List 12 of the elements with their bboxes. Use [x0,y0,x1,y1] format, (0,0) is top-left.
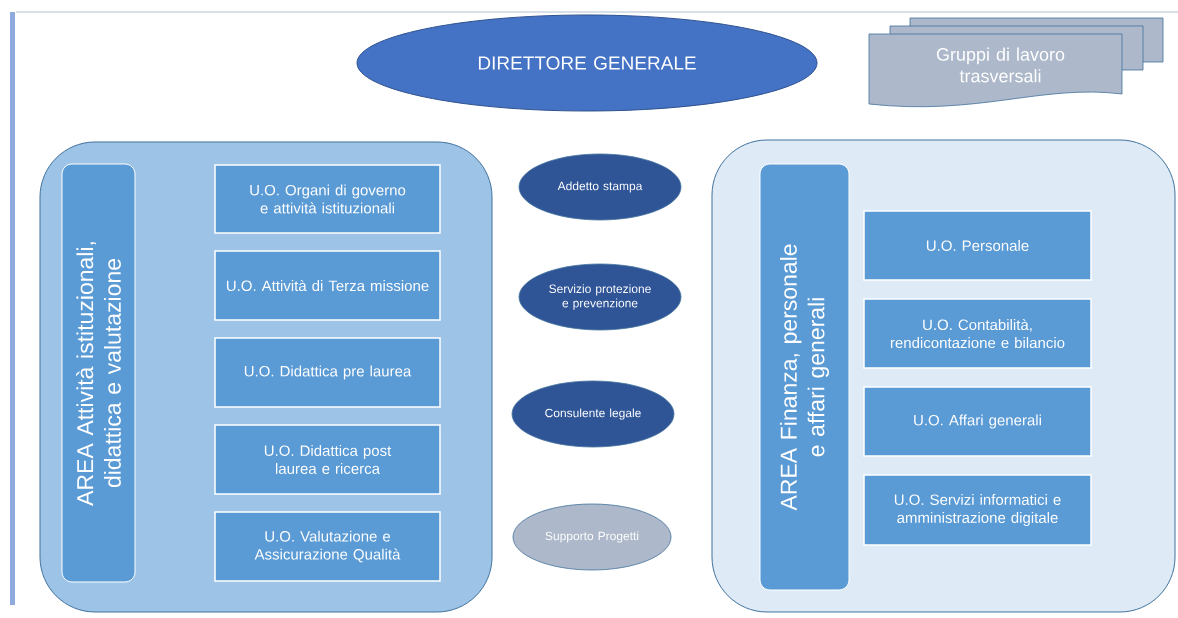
area-label-box: AREA Finanza, personale e affari generali [759,163,850,591]
unit-box: U.O. Didattica post laurea e ricerca [214,424,441,495]
unit-box: U.O. Didattica pre laurea [214,337,441,408]
document-stack: Gruppi di lavoro trasversali [868,17,1164,108]
unit-box: U.O. Valutazione e Assicurazione Qualità [214,511,441,582]
area-label-box: AREA Attività istituzionali, didattica e valutazione [61,163,136,583]
unit-box: U.O. Affari generali [863,386,1092,457]
unit-box: U.O. Personale [863,210,1092,281]
unit-box: U.O. Servizi informatici e amministrazione digitale [863,474,1092,546]
unit-box: U.O. Contabilità, rendicontazione e bilancio [863,298,1092,369]
unit-box: U.O. Attività di Terza missione [214,250,441,321]
unit-box: U.O. Organi di governo e attività istituzionali [214,164,441,234]
